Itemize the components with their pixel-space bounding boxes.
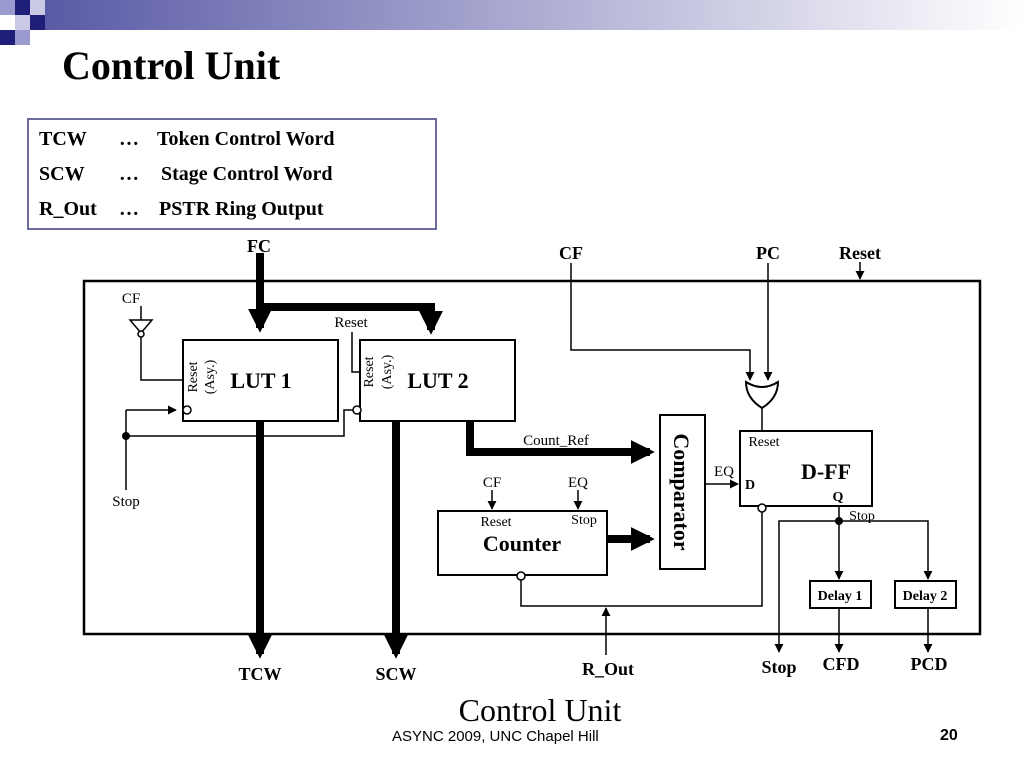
stop-small-label: Stop bbox=[112, 494, 140, 510]
lut2-reset-wire bbox=[351, 332, 360, 373]
stop-output-label: Stop bbox=[761, 657, 796, 677]
slide-title: Control Unit bbox=[62, 43, 281, 88]
cf-buffer-bubble bbox=[137, 330, 145, 338]
page-number: 20 bbox=[940, 727, 958, 744]
q-to-delay2-wire bbox=[839, 520, 933, 580]
header-square bbox=[0, 30, 15, 45]
dff-block bbox=[739, 430, 873, 507]
count-ref-label: Count_Ref bbox=[523, 433, 589, 449]
lut1-block bbox=[182, 339, 339, 422]
lut2-label: LUT 2 bbox=[407, 368, 468, 393]
dff-clock-to-counter bbox=[520, 511, 763, 607]
counter-eq-label: EQ bbox=[568, 475, 588, 491]
counter-label: Counter bbox=[483, 531, 561, 556]
dff-q-pin-label: Q bbox=[833, 490, 844, 505]
legend-abbr: TCW bbox=[39, 128, 87, 150]
cf-label: CF bbox=[559, 243, 583, 263]
counter-clock-bubble bbox=[516, 571, 526, 581]
lut2-block bbox=[359, 339, 516, 422]
legend-meaning: Stage Control Word bbox=[161, 163, 333, 185]
counter-stop-pin-label: Stop bbox=[571, 513, 597, 528]
dff-clock-bubble bbox=[757, 503, 767, 513]
comparator-block bbox=[659, 414, 706, 570]
dff-reset-pin-label: Reset bbox=[748, 435, 779, 450]
fc-label: FC bbox=[247, 236, 271, 256]
delay1-label: Delay 1 bbox=[818, 589, 863, 604]
header-gradient-bar bbox=[45, 0, 1024, 30]
lut1-label: LUT 1 bbox=[230, 368, 291, 393]
comparator-label: Comparator bbox=[669, 433, 694, 551]
counter-reset-pin-label: Reset bbox=[480, 515, 511, 530]
delay1-block bbox=[809, 580, 872, 609]
count-ref-bus bbox=[466, 421, 655, 464]
lut1-reset-pin-label: Reset bbox=[186, 361, 201, 392]
dff-label: D-FF bbox=[801, 459, 851, 484]
lut2-asy-pin-label: (Asy.) bbox=[380, 354, 395, 389]
r-out-label: R_Out bbox=[582, 659, 634, 679]
legend-box: TCW … Token Control Word SCW … Stage Con… bbox=[27, 118, 437, 230]
lut2-clock-wire bbox=[126, 409, 353, 437]
legend-abbr: SCW bbox=[39, 163, 85, 185]
slide-footer: ASYNC 2009, UNC Chapel Hill bbox=[392, 728, 599, 745]
header-square bbox=[15, 15, 30, 30]
header-square bbox=[0, 0, 15, 15]
cf-small-label: CF bbox=[122, 291, 140, 307]
tcw-output-label: TCW bbox=[238, 664, 281, 684]
comparator-eq-label: EQ bbox=[714, 464, 734, 480]
header-square bbox=[15, 0, 30, 15]
lut2-reset-pin-label: Reset bbox=[362, 356, 377, 387]
counter-block bbox=[437, 510, 608, 576]
delay2-block bbox=[894, 580, 957, 609]
stop-junction-dot bbox=[122, 432, 130, 440]
pcd-output-label: PCD bbox=[911, 654, 948, 674]
legend-separator: … bbox=[119, 128, 139, 150]
legend-meaning: PSTR Ring Output bbox=[159, 198, 324, 220]
dff-d-pin-label: D bbox=[745, 478, 755, 493]
header-square bbox=[15, 30, 30, 45]
thick-buses bbox=[248, 253, 655, 659]
fc-to-lut2-bus bbox=[260, 303, 443, 335]
reset-label: Reset bbox=[839, 243, 881, 263]
lut2-clock-bubble bbox=[352, 405, 362, 415]
thin-wires bbox=[125, 262, 933, 655]
clock-bubbles bbox=[182, 405, 767, 581]
legend-abbr: R_Out bbox=[39, 198, 97, 220]
legend-separator: … bbox=[119, 198, 139, 220]
lut1-asy-pin-label: (Asy.) bbox=[203, 359, 218, 394]
slide-caption: Control Unit bbox=[458, 692, 622, 728]
lut2-reset-input-label: Reset bbox=[334, 315, 368, 331]
header-square bbox=[30, 0, 45, 15]
q-to-stop-wire bbox=[774, 520, 839, 653]
q-stop-label: Stop bbox=[849, 509, 875, 524]
control-unit-frame bbox=[82, 279, 982, 636]
header-square bbox=[30, 15, 45, 30]
cf-to-or-wire bbox=[570, 263, 755, 381]
cf-buffer-icon bbox=[128, 319, 154, 335]
scw-output-label: SCW bbox=[375, 664, 416, 684]
header-decoration bbox=[0, 0, 1024, 45]
cf-to-lut1-reset bbox=[140, 336, 183, 381]
counter-cf-label: CF bbox=[483, 475, 501, 491]
legend-separator: … bbox=[119, 163, 139, 185]
legend-meaning: Token Control Word bbox=[157, 128, 335, 150]
delay2-label: Delay 2 bbox=[903, 589, 948, 604]
q-junction-dot bbox=[835, 517, 843, 525]
or-gate-icon bbox=[744, 380, 780, 410]
cfd-output-label: CFD bbox=[823, 654, 860, 674]
lut1-clock-bubble bbox=[182, 405, 192, 415]
pc-label: PC bbox=[756, 243, 780, 263]
